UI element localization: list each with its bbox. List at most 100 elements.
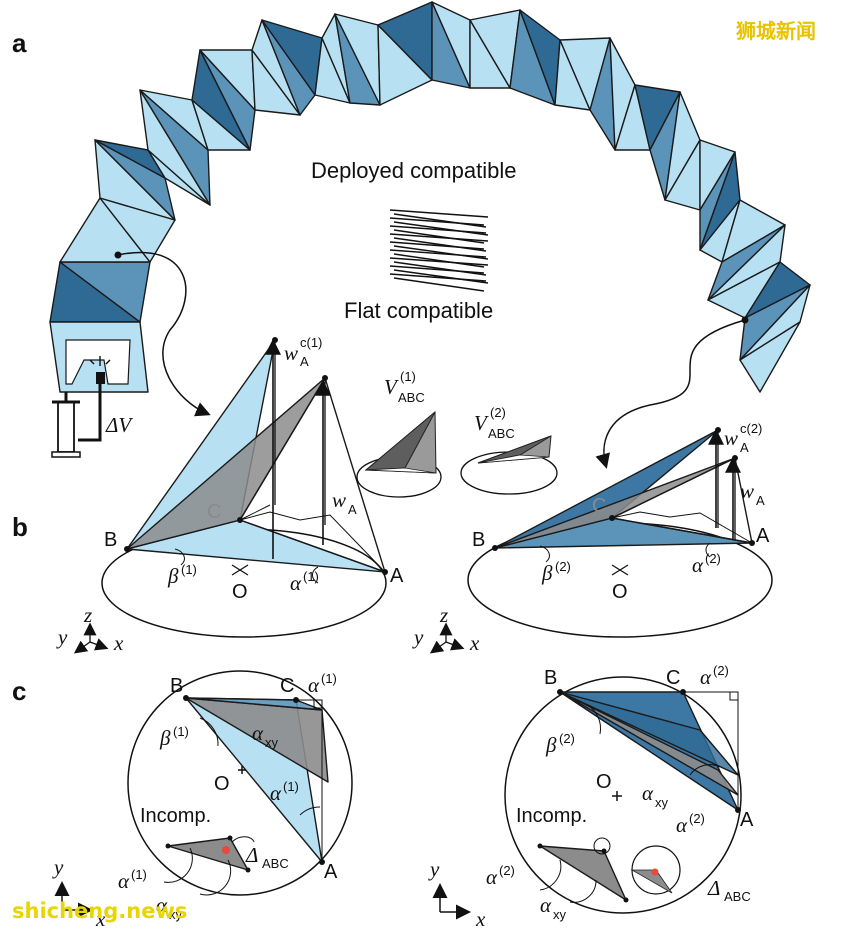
c-left-delta-sub: ABC xyxy=(262,856,289,871)
c-left-alphaxy-low-sub: xy xyxy=(169,907,183,922)
c-left-A: A xyxy=(324,861,338,883)
flat-stack-line xyxy=(393,253,485,268)
b-left-alpha-main: α xyxy=(290,571,302,595)
inset1-V-sub: ABC xyxy=(398,390,425,405)
b-right-beta-sup: (2) xyxy=(555,559,571,574)
c-right-beta-sup: (2) xyxy=(559,731,575,746)
b-right-w-main: w xyxy=(740,479,754,503)
flat-stack-line xyxy=(393,237,487,252)
c-left-beta-main: β xyxy=(159,726,171,750)
b-right-wc-sub: A xyxy=(740,440,749,455)
projection-right xyxy=(504,676,742,914)
c-right-A: A xyxy=(740,809,754,831)
axis-z-right-b: z xyxy=(439,603,448,627)
axes-2d-left xyxy=(54,881,93,918)
flat-stack-line xyxy=(393,213,487,228)
c-right-alpha-top-main: α xyxy=(700,665,712,689)
c-left-alpha-top-sup: (1) xyxy=(321,671,337,686)
b-right-C: C xyxy=(592,495,606,517)
c-right-beta-main: β xyxy=(545,733,557,757)
axes-3d-right xyxy=(429,622,465,654)
c-left-delta-main: Δ xyxy=(245,843,258,867)
c-left-incomp: Incomp. xyxy=(140,805,211,827)
axes-3d-left xyxy=(73,622,109,654)
c-left-alpha-low-sup: (1) xyxy=(131,867,147,882)
c-left-C: C xyxy=(280,675,294,697)
c-left-alphaxy-main: α xyxy=(252,721,264,745)
axis-y-left-c: y xyxy=(52,855,64,879)
unit-cell-left-3d xyxy=(101,337,388,638)
c-right-delta-main: Δ xyxy=(707,876,720,900)
arch-facet xyxy=(739,321,801,393)
c-right-alphaxy-sub: xy xyxy=(655,795,669,810)
flat-stack-line xyxy=(389,241,485,250)
b-left-wc-sub: A xyxy=(300,354,309,369)
inset1-V-main: V xyxy=(384,375,399,399)
c-right-incomp: Incomp. xyxy=(516,805,587,827)
axis-x-left-c: x xyxy=(95,907,106,930)
watermark-top-right: 狮城新闻 xyxy=(736,19,816,43)
c-left-alpha-top-main: α xyxy=(308,673,320,697)
b-left-w-main: w xyxy=(332,488,346,512)
flat-stack-line xyxy=(393,229,485,244)
c-right-alphaxy-main: α xyxy=(642,781,654,805)
c-left-alpha-mid-sup: (1) xyxy=(283,779,299,794)
watermark-bottom-left: shicheng.news xyxy=(12,899,187,923)
pump-icon xyxy=(51,356,111,458)
b-left-O: O xyxy=(232,581,248,603)
c-right-alphaxy-low-sub: xy xyxy=(553,907,567,922)
c-left-B: B xyxy=(170,675,183,697)
flat-stack-line xyxy=(393,261,487,276)
b-left-C: C xyxy=(207,501,221,523)
c-right-alpha-mid-sup: (2) xyxy=(689,811,705,826)
panel-b-label: b xyxy=(12,512,28,542)
b-right-B: B xyxy=(472,529,485,551)
axis-y-right-b: y xyxy=(412,625,424,649)
c-left-beta-sup: (1) xyxy=(173,724,189,739)
b-right-beta-main: β xyxy=(541,561,553,585)
axis-x-right-c: x xyxy=(475,907,486,930)
b-left-beta-main: β xyxy=(167,564,179,588)
arch-left-cap xyxy=(49,321,149,393)
axis-x-left-b: x xyxy=(113,631,124,655)
panel-a-label: a xyxy=(12,28,27,58)
c-left-alpha-mid-main: α xyxy=(270,781,282,805)
flat-stack-line xyxy=(389,249,487,258)
flat-stack-line xyxy=(389,265,485,274)
flat-stack-line xyxy=(393,269,489,284)
pump-delta-v-label: ΔV xyxy=(105,413,133,437)
inset2-V-sub: ABC xyxy=(488,426,515,441)
deployed-compatible-label: Deployed compatible xyxy=(311,158,516,183)
b-right-w-sub: A xyxy=(756,493,765,508)
flat-stack-line xyxy=(389,273,487,282)
c-left-alphaxy-low-main: α xyxy=(156,893,168,917)
b-left-B: B xyxy=(104,529,117,551)
flat-stack-line xyxy=(389,257,489,266)
flat-stack-line xyxy=(393,245,489,260)
b-left-wc-main: w xyxy=(284,341,298,365)
c-right-alpha-top-sup: (2) xyxy=(713,663,729,678)
inset-volume-2 xyxy=(460,435,558,495)
projection-left xyxy=(127,670,353,896)
flat-compatible-label: Flat compatible xyxy=(344,298,493,323)
c-right-alpha-low-main: α xyxy=(486,865,498,889)
panel-c-label: c xyxy=(12,676,26,706)
inset1-V-sup: (1) xyxy=(400,369,416,384)
c-right-alpha-low-sup: (2) xyxy=(499,863,515,878)
b-left-alpha-sup: (1) xyxy=(303,569,319,584)
c-right-delta-sub: ABC xyxy=(724,889,751,904)
b-right-alpha-main: α xyxy=(692,553,704,577)
axes-2d-right xyxy=(432,883,471,920)
inset2-V-main: V xyxy=(474,411,489,435)
c-left-alphaxy-sub: xy xyxy=(265,735,279,750)
c-right-C: C xyxy=(666,667,680,689)
axis-y-right-c: y xyxy=(428,857,440,881)
b-right-A: A xyxy=(756,525,770,547)
axis-z-left-b: z xyxy=(83,603,92,627)
b-right-alpha-sup: (2) xyxy=(705,551,721,566)
deployed-arch xyxy=(49,1,811,393)
b-left-A: A xyxy=(390,565,404,587)
c-right-alpha-mid-main: α xyxy=(676,813,688,837)
flat-stack-line xyxy=(389,225,487,234)
